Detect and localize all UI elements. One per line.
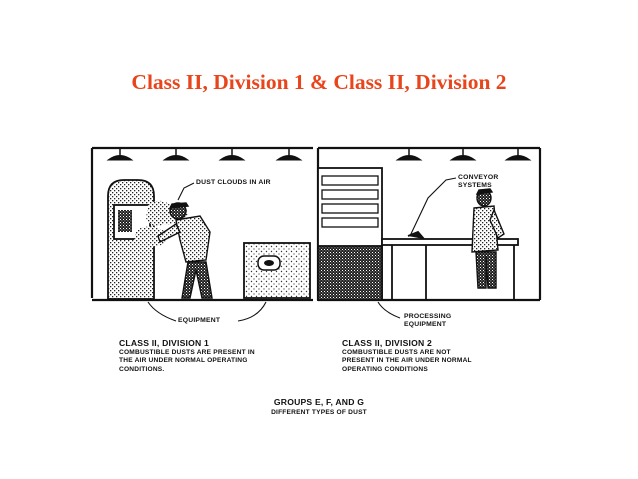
division2-heading: CLASS II, DIVISION 2 bbox=[342, 338, 432, 348]
lamp bbox=[106, 148, 134, 161]
division1-heading: CLASS II, DIVISION 1 bbox=[119, 338, 209, 348]
processing-box-division1 bbox=[243, 242, 311, 299]
label-dust-clouds: DUST CLOUDS IN AIR bbox=[196, 179, 271, 186]
lamp bbox=[162, 148, 190, 161]
division2-text: COMBUSTIBLE DUSTS ARE NOT PRESENT IN THE… bbox=[342, 349, 472, 373]
label-conveyor-systems: CONVEYOR SYSTEMS bbox=[458, 174, 499, 189]
worker-division2 bbox=[471, 188, 505, 289]
conveyor-table bbox=[381, 230, 519, 299]
slide-title: Class II, Division 1 & Class II, Divisio… bbox=[131, 70, 507, 94]
label-equipment: EQUIPMENT bbox=[178, 317, 221, 324]
groups-text: DIFFERENT TYPES OF DUST bbox=[271, 409, 367, 416]
worker-division1 bbox=[157, 202, 213, 299]
lamp bbox=[504, 148, 532, 161]
lamp bbox=[218, 148, 246, 161]
ceiling-lamps bbox=[106, 148, 532, 161]
label-processing-equipment: PROCESSING EQUIPMENT bbox=[404, 313, 452, 328]
division1-text: COMBUSTIBLE DUSTS ARE PRESENT IN THE AIR… bbox=[119, 349, 255, 373]
lamp bbox=[395, 148, 423, 161]
enclosed-cabinet bbox=[317, 167, 383, 301]
division1-room bbox=[90, 146, 313, 302]
groups-heading: GROUPS E, F, AND G bbox=[273, 397, 365, 407]
label-leaders bbox=[147, 177, 457, 322]
lamp bbox=[275, 148, 303, 161]
lamp bbox=[449, 148, 477, 161]
